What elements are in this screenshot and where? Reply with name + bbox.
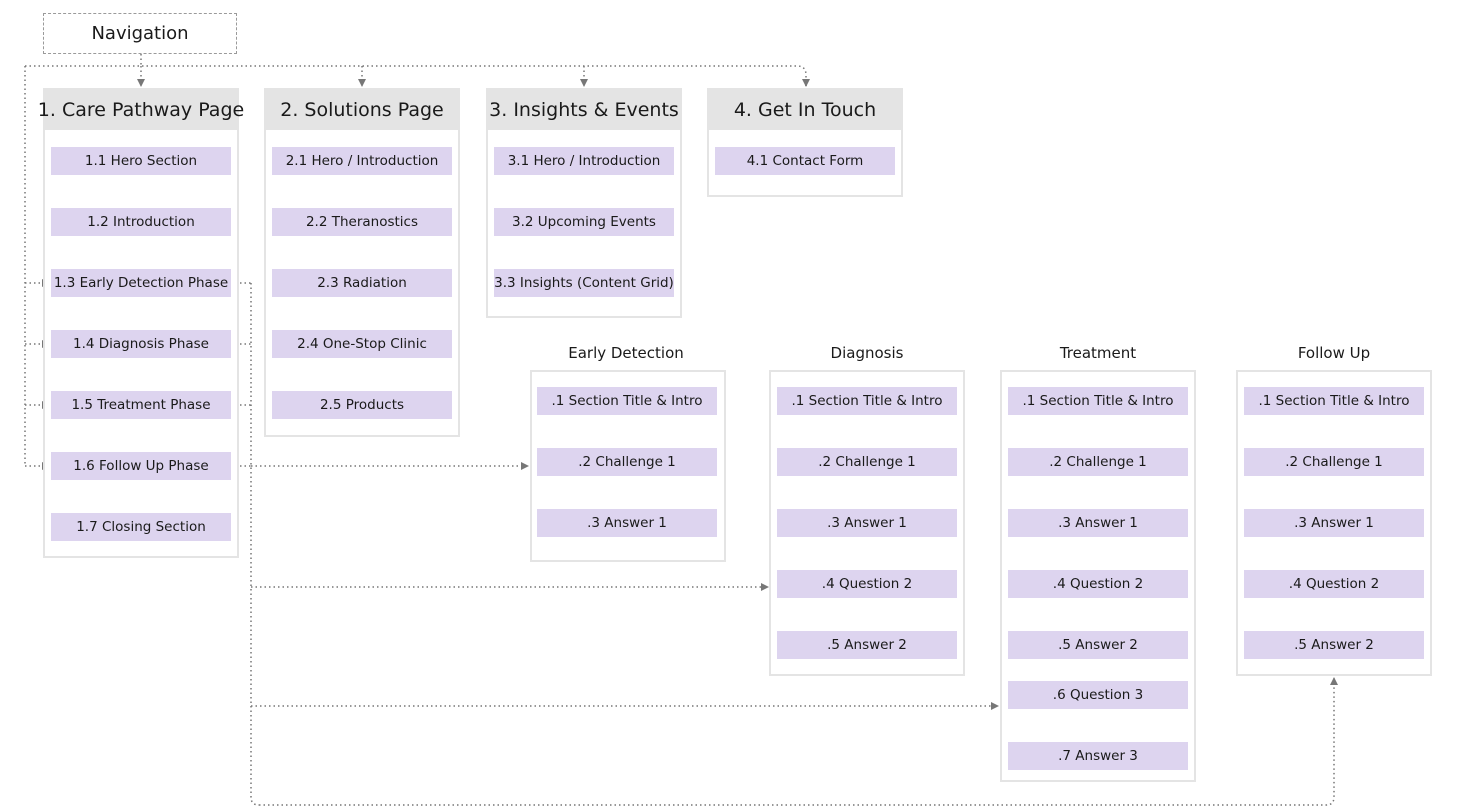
section-item-early-detection-1: .1 Section Title & Intro [537, 387, 717, 415]
section-item-2-solutions-page-3: 2.3 Radiation [272, 269, 452, 297]
section-item-diagnosis-1: .1 Section Title & Intro [777, 387, 957, 415]
section-item-1-care-pathway-page-4: 1.4 Diagnosis Phase [51, 330, 231, 358]
phase-title-follow-up: Follow Up [1297, 344, 1371, 362]
page-title-solutions: 2. Solutions Page [266, 90, 458, 130]
section-item-2-solutions-page-1: 2.1 Hero / Introduction [272, 147, 452, 175]
section-item-1-care-pathway-page-1: 1.1 Hero Section [51, 147, 231, 175]
section-item-1-care-pathway-page-5: 1.5 Treatment Phase [51, 391, 231, 419]
page-column-solutions: 2. Solutions Page [264, 88, 460, 437]
section-item-2-solutions-page-4: 2.4 One-Stop Clinic [272, 330, 452, 358]
section-item-diagnosis-3: .3 Answer 1 [777, 509, 957, 537]
section-item-3-insights-events-1: 3.1 Hero / Introduction [494, 147, 674, 175]
phase-title-treatment: Treatment [1059, 344, 1137, 362]
page-title-insights-events: 3. Insights & Events [488, 90, 680, 130]
section-item-diagnosis-2: .2 Challenge 1 [777, 448, 957, 476]
section-item-treatment-4: .4 Question 2 [1008, 570, 1188, 598]
section-item-1-care-pathway-page-3: 1.3 Early Detection Phase [51, 269, 231, 297]
navigation-label: Navigation [91, 23, 189, 44]
page-title-get-in-touch: 4. Get In Touch [709, 90, 901, 130]
section-item-diagnosis-5: .5 Answer 2 [777, 631, 957, 659]
phase-title-diagnosis: Diagnosis [830, 344, 904, 362]
section-item-1-care-pathway-page-7: 1.7 Closing Section [51, 513, 231, 541]
page-title-care-pathway: 1. Care Pathway Page [38, 90, 244, 130]
navigation-box: Navigation [43, 13, 237, 54]
section-item-follow-up-5: .5 Answer 2 [1244, 631, 1424, 659]
section-item-follow-up-2: .2 Challenge 1 [1244, 448, 1424, 476]
section-item-diagnosis-4: .4 Question 2 [777, 570, 957, 598]
section-item-1-care-pathway-page-2: 1.2 Introduction [51, 208, 231, 236]
branch-followup-arrow [259, 677, 1338, 806]
phase-title-early-detection: Early Detection [568, 344, 684, 362]
section-item-4-get-in-touch-1: 4.1 Contact Form [715, 147, 895, 175]
section-item-treatment-6: .6 Question 3 [1008, 681, 1188, 709]
nav-connector [25, 54, 807, 86]
section-item-follow-up-1: .1 Section Title & Intro [1244, 387, 1424, 415]
section-item-follow-up-3: .3 Answer 1 [1244, 509, 1424, 537]
section-item-treatment-5: .5 Answer 2 [1008, 631, 1188, 659]
section-item-treatment-2: .2 Challenge 1 [1008, 448, 1188, 476]
phase-branch-lines [231, 282, 260, 806]
section-item-early-detection-2: .2 Challenge 1 [537, 448, 717, 476]
section-item-1-care-pathway-page-6: 1.6 Follow Up Phase [51, 452, 231, 480]
section-item-early-detection-3: .3 Answer 1 [537, 509, 717, 537]
section-item-treatment-7: .7 Answer 3 [1008, 742, 1188, 770]
section-item-treatment-1: .1 Section Title & Intro [1008, 387, 1188, 415]
section-item-treatment-3: .3 Answer 1 [1008, 509, 1188, 537]
section-item-follow-up-4: .4 Question 2 [1244, 570, 1424, 598]
page-column-get-in-touch: 4. Get In Touch [707, 88, 903, 197]
section-item-3-insights-events-2: 3.2 Upcoming Events [494, 208, 674, 236]
section-item-3-insights-events-3: 3.3 Insights (Content Grid) [494, 269, 674, 297]
section-item-2-solutions-page-2: 2.2 Theranostics [272, 208, 452, 236]
section-item-2-solutions-page-5: 2.5 Products [272, 391, 452, 419]
